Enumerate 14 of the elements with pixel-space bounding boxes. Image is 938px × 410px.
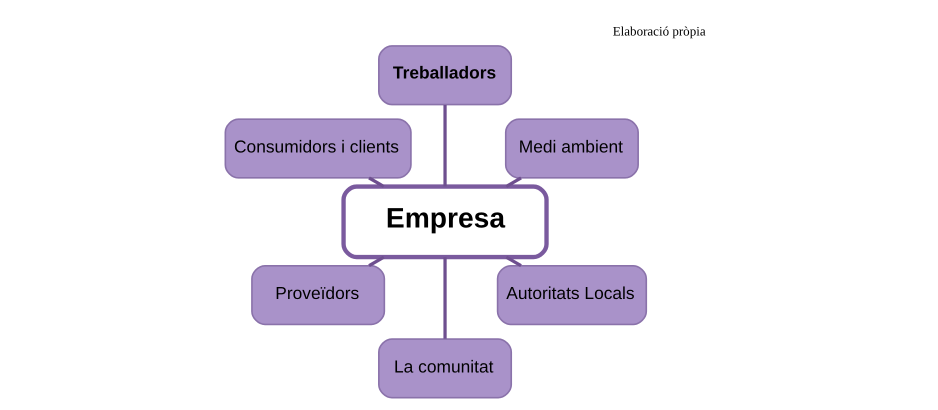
connector [504, 256, 522, 268]
label: Elaboració pròpia [612, 23, 706, 38]
connector [504, 176, 522, 188]
node-box: Autoritats Locals [496, 264, 647, 326]
connector [442, 257, 446, 339]
node-box: La comunitat [378, 338, 512, 398]
connector [442, 105, 446, 186]
node-box: Proveïdors [250, 264, 385, 326]
node-box: Medi ambient [504, 118, 638, 179]
node-box: Empresa [340, 184, 548, 260]
connector [368, 176, 384, 188]
node-box: Consumidors i clients [224, 118, 412, 179]
node-box: Treballadors [378, 45, 512, 106]
connector [368, 256, 384, 268]
